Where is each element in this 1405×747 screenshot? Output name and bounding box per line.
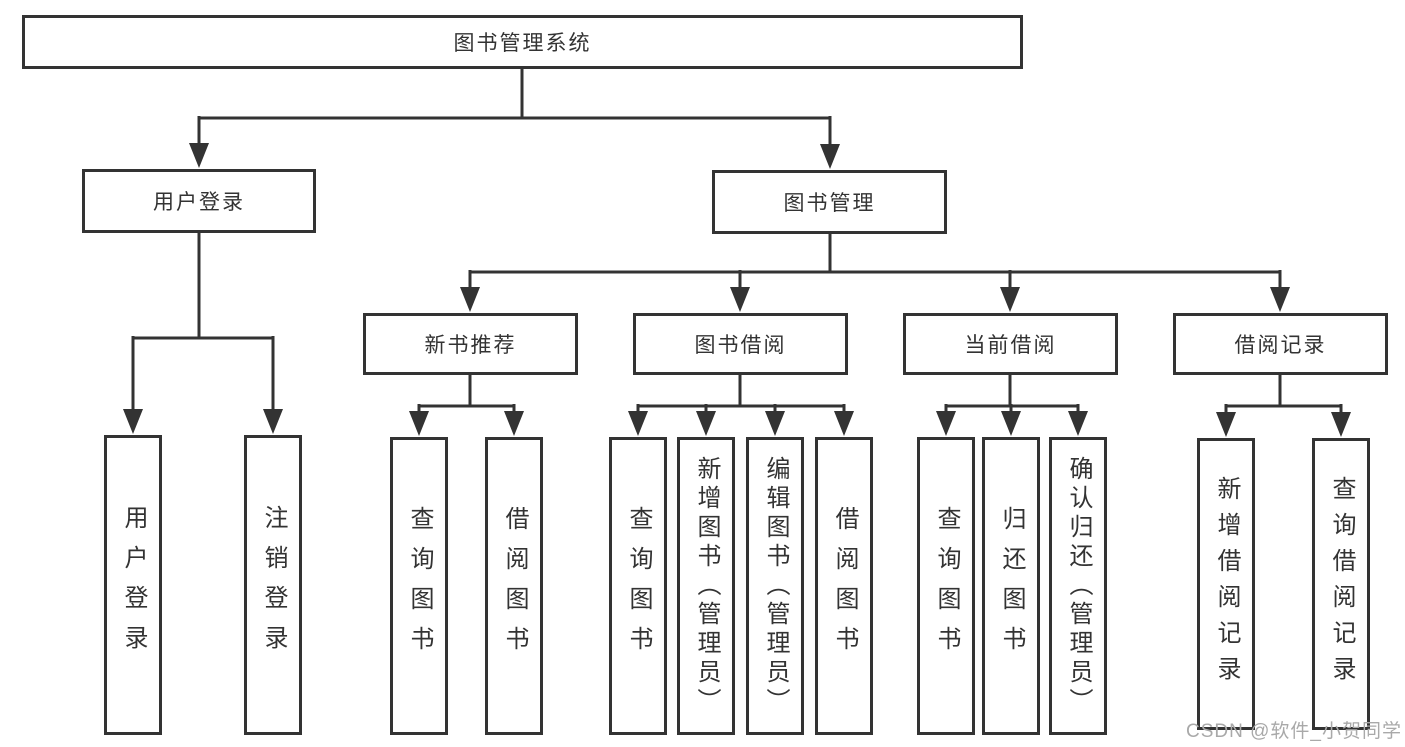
leaf-return-books: 归还图书 [982,437,1040,735]
tree-edges [131,69,1343,416]
arrowhead-icons [123,143,1351,437]
leaf-borrow-books-recommend: 借阅图书 [485,437,543,735]
leaf-query-books-recommend: 查询图书 [390,437,448,735]
leaf-edit-books-admin: 编辑图书（管理员） [746,437,804,735]
leaf-user-login: 用户登录 [104,435,162,735]
node-current-borrowing: 当前借阅 [903,313,1118,375]
csdn-watermark: CSDN @软件_小贺同学 [1186,721,1402,742]
leaf-query-borrow-record: 查询借阅记录 [1312,438,1370,730]
leaf-add-borrow-record: 新增借阅记录 [1197,438,1255,730]
node-new-book-recommend: 新书推荐 [363,313,578,375]
node-book-management: 图书管理 [712,170,947,234]
leaf-borrow-books: 借阅图书 [815,437,873,735]
node-book-borrowing: 图书借阅 [633,313,848,375]
leaf-query-books-current: 查询图书 [917,437,975,735]
leaf-confirm-return-admin: 确认归还（管理员） [1049,437,1107,735]
leaf-add-books-admin: 新增图书（管理员） [677,437,735,735]
node-root-system: 图书管理系统 [22,15,1023,69]
leaf-logout: 注销登录 [244,435,302,735]
node-user-login: 用户登录 [82,169,316,233]
leaf-query-books-borrow: 查询图书 [609,437,667,735]
node-borrowing-records: 借阅记录 [1173,313,1388,375]
